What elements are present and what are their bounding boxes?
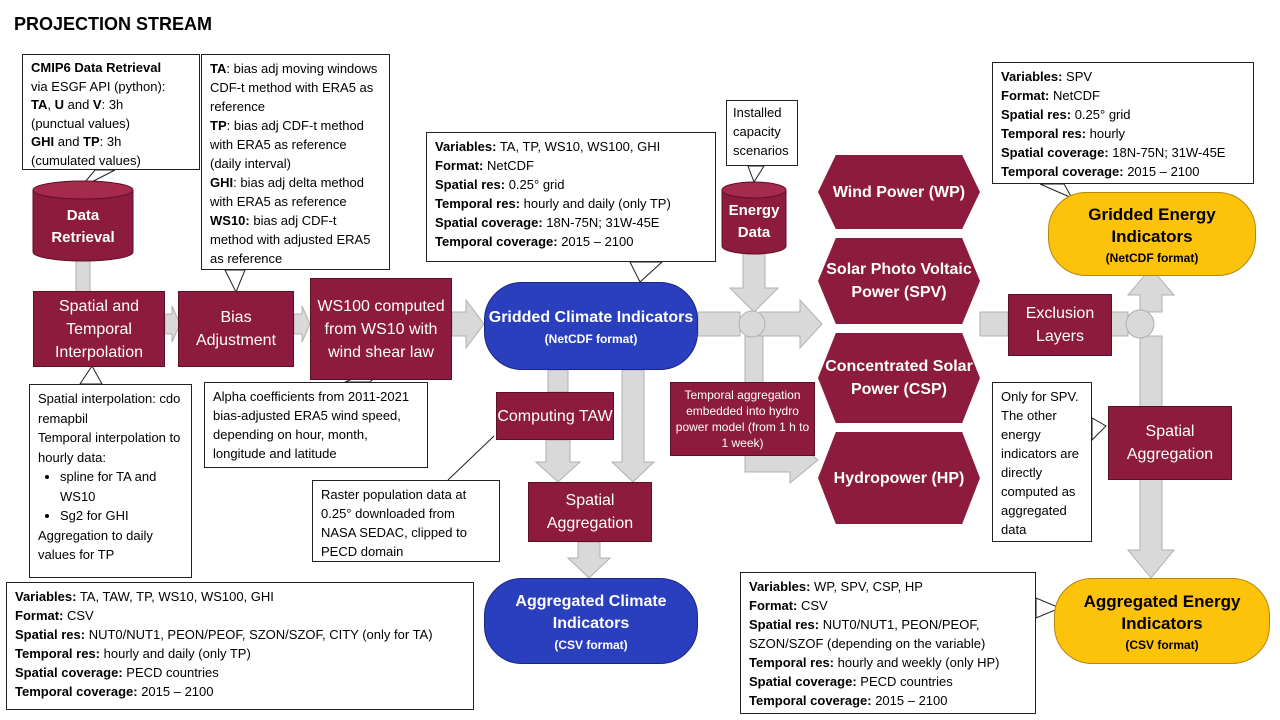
aggregated-energy-indicators: Aggregated Energy Indicators (CSV format… [1054,578,1270,664]
callout-tail-installed [747,165,765,184]
callout-tail-interp [79,365,103,385]
page-title: PROJECTION STREAM [14,14,213,34]
note-aggregated-climate-specs: Variables: TA, TAW, TP, WS10, WS100, GHI… [6,582,474,710]
aggregated-climate-format: (CSV format) [554,637,628,652]
junction-circle-1 [738,310,766,338]
callout-tail-only-spv [1091,417,1107,442]
arrow-junction-to-hex [759,298,823,350]
note-raster-population: Raster population data at 0.25° download… [312,480,500,562]
arrow-taw-to-agg [534,439,582,483]
hydropower-hexagon: Hydropower (HP) [818,432,980,524]
arrow-agg-to-aggregated-climate [566,541,612,579]
gridded-climate-title: Gridded Climate Indicators [488,308,694,326]
callout-tail-gridded-energy [1039,183,1074,200]
interp-bullet-sg2: Sg2 for GHI [60,506,183,526]
note-cmip6-retrieval: CMIP6 Data Retrieval via ESGF API (pytho… [22,54,200,170]
solar-pv-hexagon: Solar Photo Voltaic Power (SPV) [818,238,980,324]
cylinder-data-retrieval [32,180,134,262]
bias-adjustment-box: Bias Adjustment [178,291,294,367]
gridded-energy-title: Gridded Energy Indicators [1088,204,1216,246]
energy-data-label: Energy Data [728,202,780,241]
aggregated-energy-title: Aggregated Energy Indicators [1083,591,1241,633]
arrow-hex-to-exclusion [979,311,1009,337]
spatial-aggregation-climate-box: Spatial Aggregation [528,482,652,542]
aggregated-climate-indicators: Aggregated Climate Indicators (CSV forma… [484,578,698,664]
arrow-junction2-up [1126,267,1176,313]
wind-power-hexagon: Wind Power (WP) [818,155,980,229]
aggregated-energy-format: (CSV format) [1125,637,1199,652]
arrow-energy-down [728,251,780,313]
arrow-gridded-to-agg [610,369,656,483]
arrow-gridded-to-junction [697,311,741,337]
note-gridded-climate-specs: Variables: TA, TP, WS10, WS100, GHI Form… [426,132,716,262]
note-aggregated-energy-specs: Variables: WP, SPV, CSP, HP Format: CSV … [740,572,1036,714]
gridded-climate-indicators: Gridded Climate Indicators (NetCDF forma… [484,282,698,370]
note-alpha-coefficients: Alpha coefficients from 2011-2021 bias-a… [204,382,428,468]
spatial-temporal-interpolation-box: Spatial and Temporal Interpolation [33,291,165,367]
note-gridded-energy-specs: Variables: SPV Format: NetCDF Spatial re… [992,62,1254,184]
arrow-bias-to-ws100 [293,305,311,343]
arrow-ws100-to-gridded [451,298,485,350]
spatial-aggregation-energy-box: Spatial Aggregation [1108,406,1232,480]
interp-bullet-spline: spline for TA and WS10 [60,467,183,506]
junction-circle-2 [1125,309,1155,339]
callout-line-raster [447,435,495,481]
ws100-box: WS100 computed from WS10 with wind shear… [310,278,452,380]
aggregated-climate-title: Aggregated Climate Indicators [515,592,667,632]
note-interpolation: Spatial interpolation: cdo remapbil Temp… [29,384,192,578]
computing-taw-box: Computing TAW [496,392,614,440]
arrow-interp-to-bias [164,305,181,343]
gridded-energy-indicators: Gridded Energy Indicators (NetCDF format… [1048,192,1256,276]
note-installed-capacity: Installed capacity scenarios [726,100,798,166]
callout-tail-agg-energy [1035,597,1062,619]
callout-tail-gridded-climate [629,261,664,283]
arrow-gridded-to-taw [547,369,569,393]
gridded-climate-format: (NetCDF format) [544,331,638,346]
note-bias-adjustment: TA: bias adj moving windows CDF-t method… [201,54,390,270]
exclusion-layers-box: Exclusion Layers [1008,294,1112,356]
cylinder-energy-data [721,181,787,255]
data-retrieval-label: Data Retrieval [51,207,115,246]
callout-tail-bias [224,269,246,294]
csp-hexagon: Concentrated Solar Power (CSP) [818,333,980,423]
gridded-energy-format: (NetCDF format) [1105,250,1199,265]
temporal-aggregation-box: Temporal aggregation embedded into hydro… [670,382,815,456]
note-only-spv: Only for SPV. The other energy indicator… [992,382,1092,542]
